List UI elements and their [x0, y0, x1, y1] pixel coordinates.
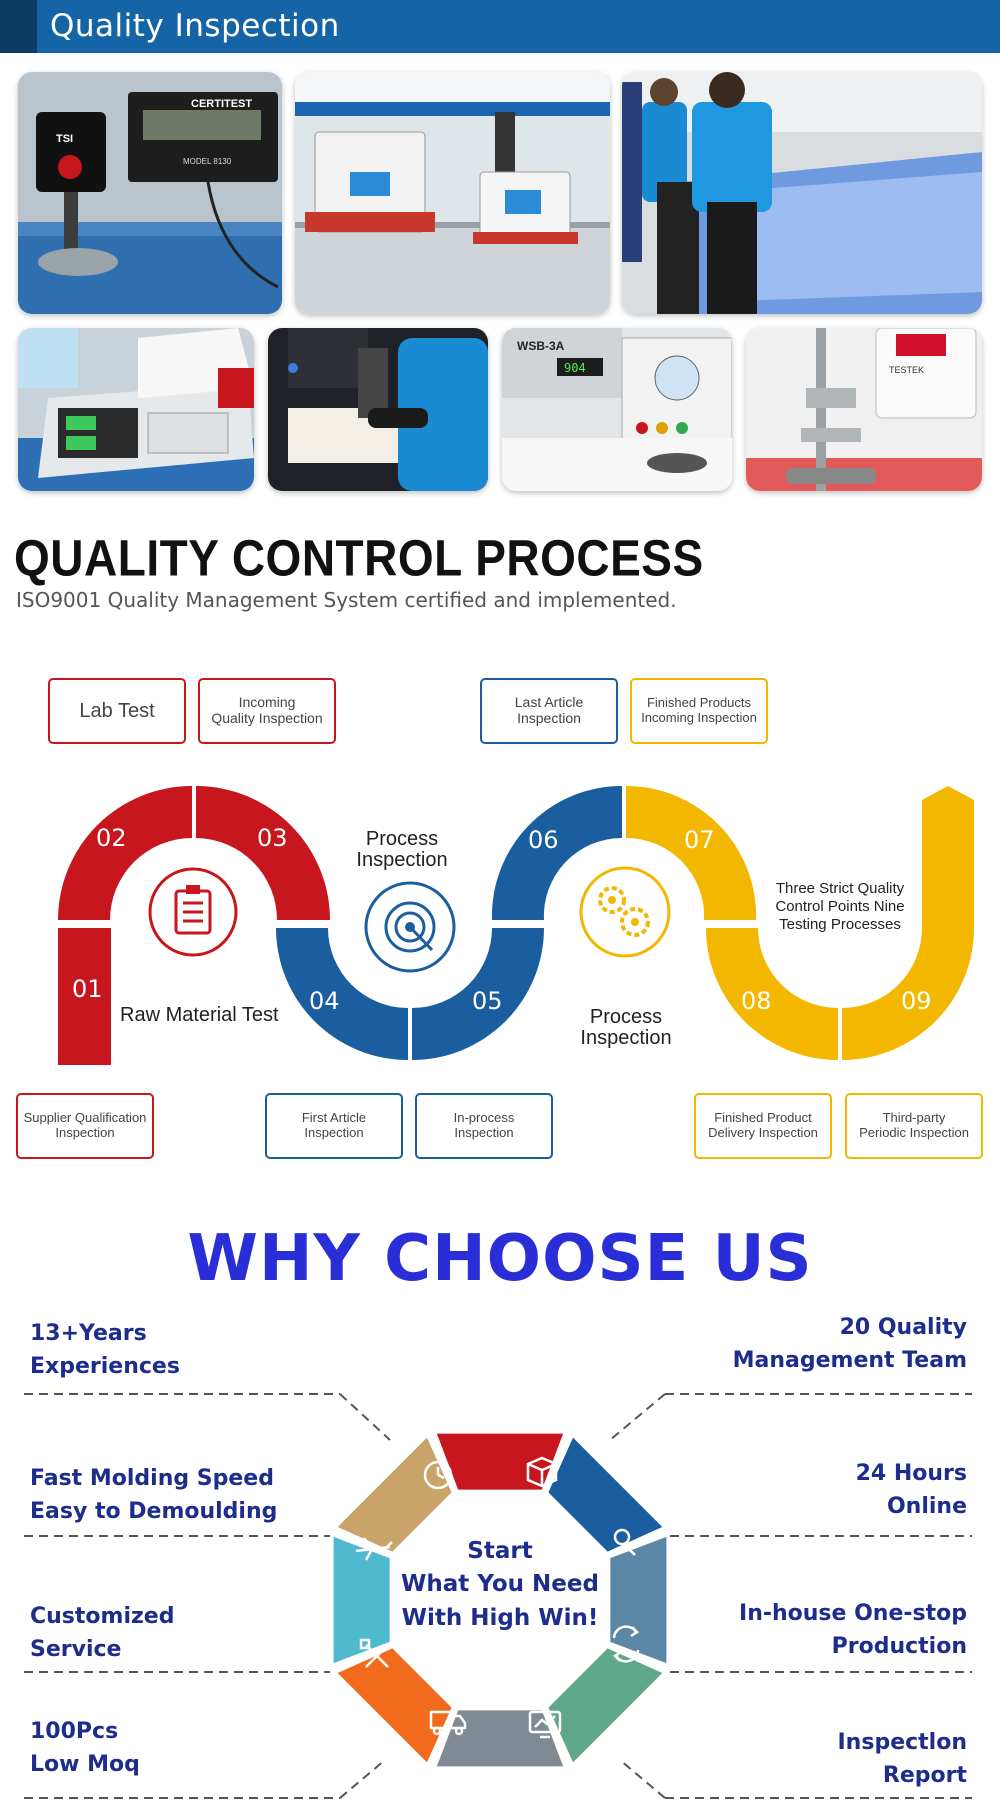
wheel-segment-plane [337, 1437, 452, 1552]
box-icon [526, 1456, 558, 1488]
wheel-segment-truck [337, 1648, 452, 1763]
truck-icon [429, 1710, 467, 1736]
step-number: 08 [741, 987, 772, 1015]
step-05-segment [412, 928, 544, 1060]
step-09-segment [842, 805, 974, 1060]
wheel-segment-tools [333, 1536, 390, 1664]
label-process-top: Process Inspection [356, 828, 448, 871]
step-04-segment [276, 928, 408, 1060]
model-label: MODEL 8130 [183, 157, 232, 166]
gears-icon [579, 866, 671, 958]
step-number: 07 [684, 826, 715, 854]
step-06-segment [491, 785, 622, 920]
photo-wsb-tester: WSB-3A 904 [502, 328, 732, 491]
callout-text: Supplier Qualification Inspection [23, 1110, 147, 1140]
callout-finished-delivery: Finished Product Delivery Inspection [694, 1093, 832, 1159]
callout-text: In-process Inspection [453, 1110, 515, 1140]
feature-customized: Customized Service [30, 1604, 175, 1662]
feature-24-hours: 24 Hours Online [855, 1461, 967, 1519]
callout-lab-test: Lab Test [48, 678, 186, 744]
header-accent [0, 0, 37, 53]
photo-scale-weighing [18, 328, 254, 491]
step-09-arrow [922, 786, 974, 805]
qc-process-path: 01 02 03 04 05 06 07 08 09 [58, 785, 974, 1065]
feature-one-stop: In-house One-stop Production [739, 1601, 967, 1659]
refresh-icon [612, 1625, 640, 1663]
section-title: Quality Inspection [50, 8, 340, 44]
wsb-label: WSB-3A [517, 339, 565, 353]
wheel-segment-monitor [436, 1710, 564, 1767]
callout-in-process: In-process Inspection [415, 1093, 553, 1159]
photo-lab-testing-machines [295, 72, 610, 314]
wsb-display: 904 [564, 361, 586, 375]
section-header-bar: Quality Inspection [0, 0, 1000, 53]
feature-low-moq: 100Pcs Low Moq [30, 1719, 140, 1777]
wheel-segment-clock [436, 1433, 564, 1490]
label-raw-material: Raw Material Test [120, 1004, 279, 1026]
wheel-segment-user [610, 1536, 667, 1664]
callout-text: Finished Products Incoming Inspection [641, 695, 757, 725]
feature-experience: 13+Years Experiences [30, 1321, 180, 1379]
tsi-logo: TSI [56, 133, 73, 145]
step-number: 09 [901, 987, 932, 1015]
callout-text: Incoming Quality Inspection [211, 694, 323, 726]
photo-worker-at-machine [268, 328, 488, 491]
qc-title: QUALITY CONTROL PROCESS [14, 529, 704, 587]
step-number: 02 [96, 824, 127, 852]
callout-text: Finished Product Delivery Inspection [708, 1110, 818, 1140]
feature-quality-team: 20 Quality Management Team [732, 1315, 967, 1373]
step-07-segment [626, 785, 757, 920]
callout-third-party: Third-party Periodic Inspection [845, 1093, 983, 1159]
callout-last-article: Last Article Inspection [480, 678, 618, 744]
callout-text: Lab Test [79, 699, 155, 722]
label-process-bottom: Process Inspection [580, 1006, 672, 1049]
monitor-icon [528, 1710, 562, 1739]
step-08-segment [706, 928, 838, 1060]
step-number: 04 [309, 987, 340, 1015]
testek-label: TESTEK [889, 365, 924, 375]
wheel-center-text: Start What You Need With High Win! [401, 1538, 599, 1631]
why-graphic [24, 1393, 972, 1799]
callout-incoming-quality: Incoming Quality Inspection [198, 678, 336, 744]
wheel-segment-refresh [548, 1648, 663, 1763]
callout-text: First Article Inspection [301, 1110, 367, 1140]
target-icon [364, 881, 456, 973]
user-icon [608, 1528, 636, 1556]
step-number: 05 [472, 987, 503, 1015]
step-number: 01 [72, 975, 103, 1003]
wheel-segment-box [548, 1437, 663, 1552]
certitest-label: CERTITEST [191, 98, 252, 110]
photo-tensile-tester: TESTEK [746, 328, 982, 491]
callout-text: Third-party Periodic Inspection [859, 1110, 969, 1140]
callout-supplier-qualification: Supplier Qualification Inspection [16, 1093, 154, 1159]
plane-icon [355, 1537, 393, 1561]
tools-icon [359, 1638, 389, 1668]
photo-certitest-gauge: CERTITEST MODEL 8130 TSI [18, 72, 282, 314]
label-three-strict: Three Strict Quality Control Points Nine… [775, 880, 905, 933]
callout-text: Last Article Inspection [514, 694, 584, 726]
clipboard-icon [148, 867, 238, 957]
photo-workers-inspecting-sheet [622, 72, 982, 314]
step-01-segment [58, 928, 111, 1065]
clock-icon [423, 1460, 453, 1490]
feature-inspection-report: Inspectlon Report [837, 1730, 968, 1788]
why-title: WHY CHOOSE US [187, 1222, 813, 1296]
wheel [333, 1433, 667, 1767]
step-number: 06 [528, 826, 559, 854]
callout-finished-incoming: Finished Products Incoming Inspection [630, 678, 768, 744]
step-02-segment [58, 786, 192, 920]
feature-molding-speed: Fast Molding Speed Easy to Demoulding [30, 1466, 278, 1524]
step-03-segment [196, 786, 330, 920]
step-number: 03 [257, 824, 288, 852]
qc-subtitle: ISO9001 Quality Management System certif… [16, 588, 677, 612]
callout-first-article: First Article Inspection [265, 1093, 403, 1159]
